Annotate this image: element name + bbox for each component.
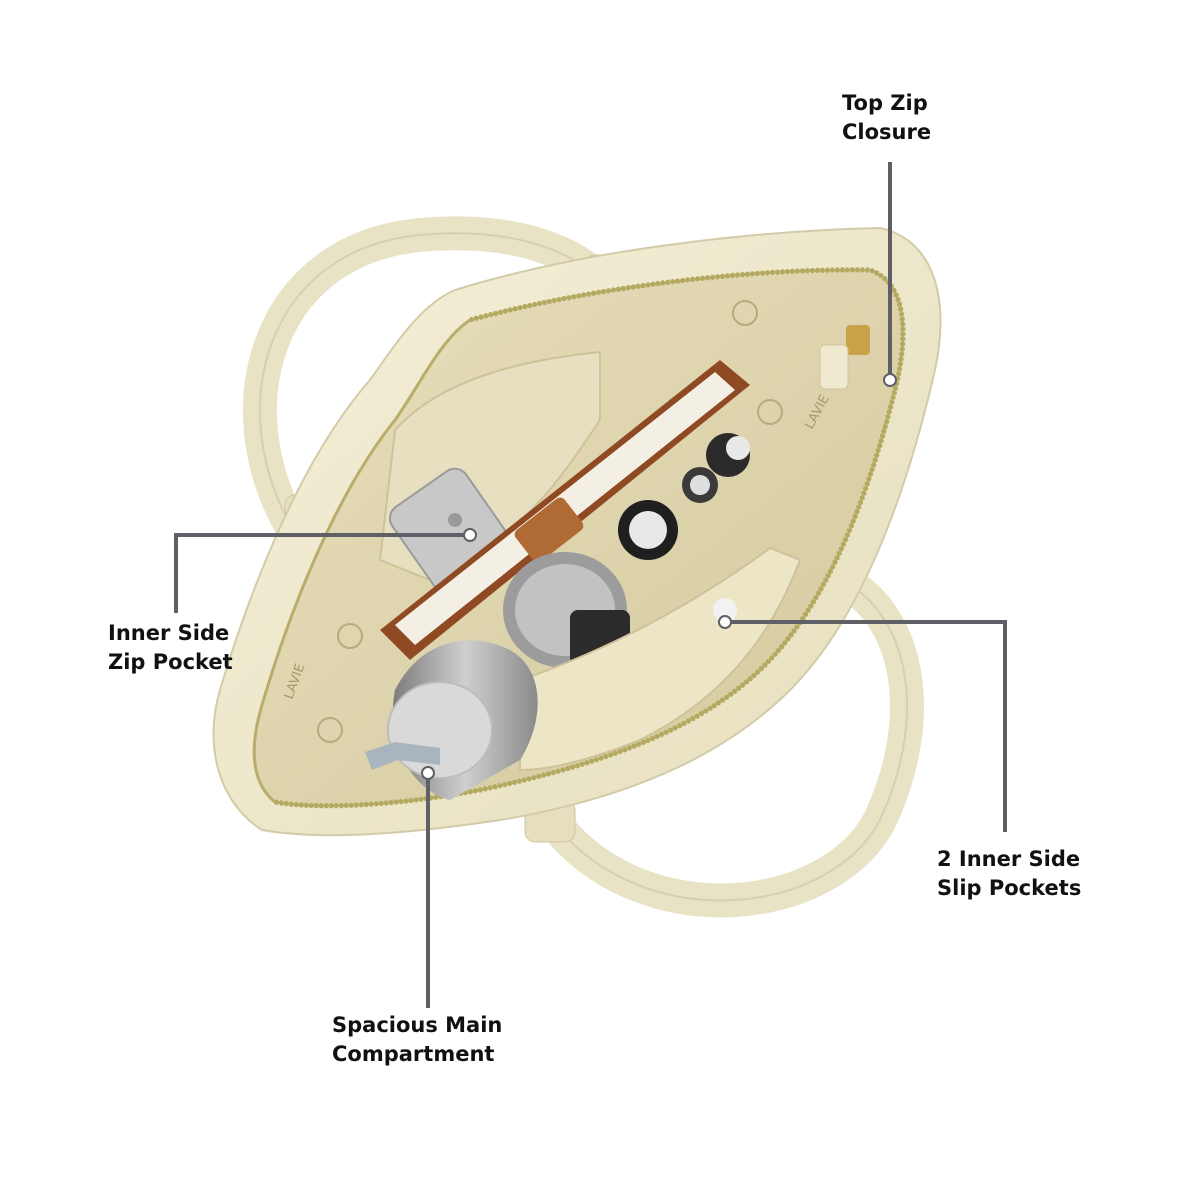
callout-inner-side-zip-pocket: Inner Side Zip Pocket [108, 619, 233, 677]
bottom-handle [543, 558, 925, 918]
callout-slip-line1: 2 Inner Side [937, 847, 1081, 871]
dot-main [421, 766, 435, 780]
steel-container-icon [503, 552, 630, 668]
water-bottle-icon [365, 640, 538, 800]
slip-pocket-item-icon [713, 598, 737, 622]
dot-top-zip [883, 373, 897, 387]
callout-inner-zip-line1: Inner Side [108, 621, 230, 645]
callout-inner-side-slip-pockets: 2 Inner Side Slip Pockets [937, 845, 1081, 903]
callout-main-line2: Compartment [332, 1042, 495, 1066]
dot-slip-pockets [718, 615, 732, 629]
callout-top-zip-line1: Top Zip [842, 91, 928, 115]
bottom-zipper-track [274, 389, 898, 809]
callout-main-line1: Spacious Main [332, 1013, 503, 1037]
callout-inner-zip-line2: Zip Pocket [108, 650, 233, 674]
leader-line-slip-pockets [725, 620, 1007, 832]
leader-lines [174, 162, 1007, 1008]
zipper-pull-icon [819, 325, 870, 390]
dot-inner-zip [463, 528, 477, 542]
small-bottles-icon [618, 433, 750, 560]
leader-dots [421, 373, 897, 780]
lining-logo-marks [317, 300, 783, 743]
leader-line-inner-zip [174, 533, 470, 613]
callout-top-zip-closure: Top Zip Closure [842, 89, 931, 147]
callout-slip-line2: Slip Pockets [937, 876, 1082, 900]
callout-spacious-main-compartment: Spacious Main Compartment [332, 1011, 502, 1069]
top-zipper-track [469, 267, 906, 391]
callout-top-zip-line2: Closure [842, 120, 932, 144]
diary-icon [380, 360, 750, 660]
top-handle [243, 216, 632, 557]
